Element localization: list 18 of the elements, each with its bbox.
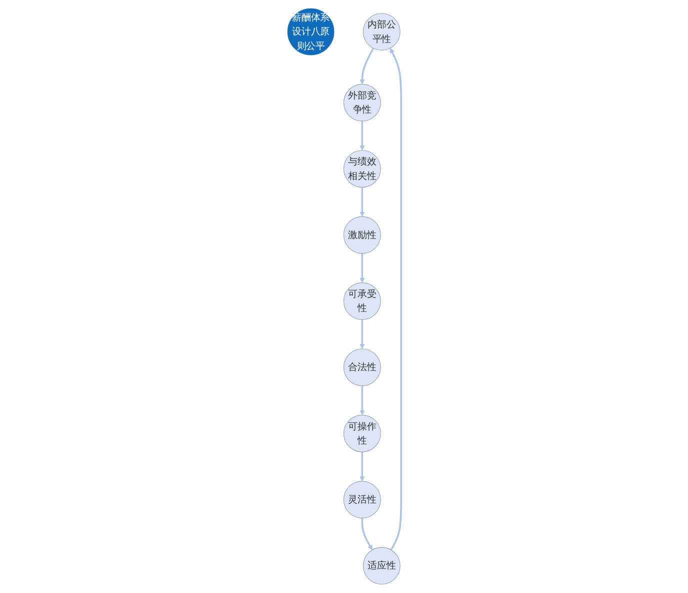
arrow <box>359 386 364 416</box>
arrow <box>359 320 364 350</box>
arrow <box>359 452 364 482</box>
arrow <box>359 48 374 84</box>
arrow <box>359 187 364 217</box>
node-circle: 合法性 <box>343 348 381 386</box>
node-circle: 灵活性 <box>343 480 381 518</box>
arrow <box>360 518 372 550</box>
node-circle: 激励性 <box>343 216 381 254</box>
arrow <box>389 48 402 550</box>
node-circle: 可承受性 <box>343 282 381 320</box>
node-circle: 适应性 <box>362 547 400 585</box>
arrow <box>359 253 364 283</box>
arrow <box>359 121 364 151</box>
node-circle: 可操作性 <box>343 414 381 452</box>
node-circle: 内部公平性 <box>362 13 400 51</box>
node-circle: 外部竞争性 <box>343 84 381 122</box>
node-circle: 与绩效相关性 <box>343 150 381 188</box>
